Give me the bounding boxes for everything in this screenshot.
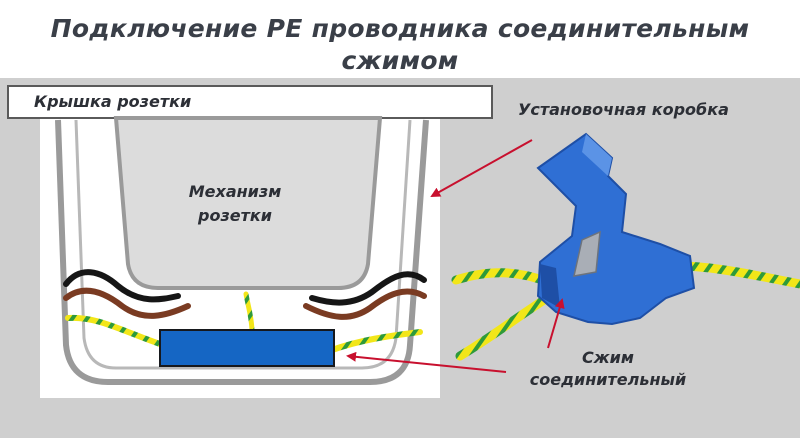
installation-box-wall xyxy=(55,119,429,385)
wire-brown-right xyxy=(303,288,427,320)
installation-box-inner-wall xyxy=(74,119,412,370)
label-installation-box: Установочная коробка xyxy=(518,100,729,119)
title-line-1: Подключение PE проводника соединительным xyxy=(50,14,750,43)
connector-clamp-external xyxy=(536,132,696,326)
pe-wire-center xyxy=(243,291,255,335)
arrow-clamp-in-box xyxy=(346,351,507,373)
arrow-clamp-external xyxy=(547,298,565,349)
label-clamp-line-2: соединительный xyxy=(529,370,687,389)
label-mechanism-line-2: розетки xyxy=(198,206,272,225)
label-mechanism-line-1: Механизм xyxy=(188,182,282,201)
pe-wire-external-right xyxy=(681,261,800,289)
clamp-body xyxy=(536,132,696,326)
pe-wire-right xyxy=(329,329,423,353)
clamp-metal-plate xyxy=(573,230,601,277)
title-line-2: сжимом xyxy=(341,46,459,75)
label-socket-mechanism: Механизм розетки xyxy=(160,180,310,228)
clamp-lever-highlight xyxy=(582,134,612,176)
clamp-side-shadow xyxy=(540,264,560,308)
label-socket-cover: Крышка розетки xyxy=(34,92,192,111)
wire-black-left xyxy=(63,269,181,303)
label-clamp-line-1: Сжим xyxy=(582,348,634,367)
wire-brown-left xyxy=(63,287,191,319)
arrow-box xyxy=(430,139,533,197)
wire-black-right xyxy=(309,271,427,306)
socket-mechanism xyxy=(113,116,383,290)
label-connector-clamp: Сжим соединительный xyxy=(520,347,696,391)
pe-wire-left xyxy=(65,314,163,347)
pe-wire-external-top-left xyxy=(451,268,553,287)
connector-clamp-in-box xyxy=(159,329,335,367)
pe-wire-external-bottom-left xyxy=(455,295,549,361)
